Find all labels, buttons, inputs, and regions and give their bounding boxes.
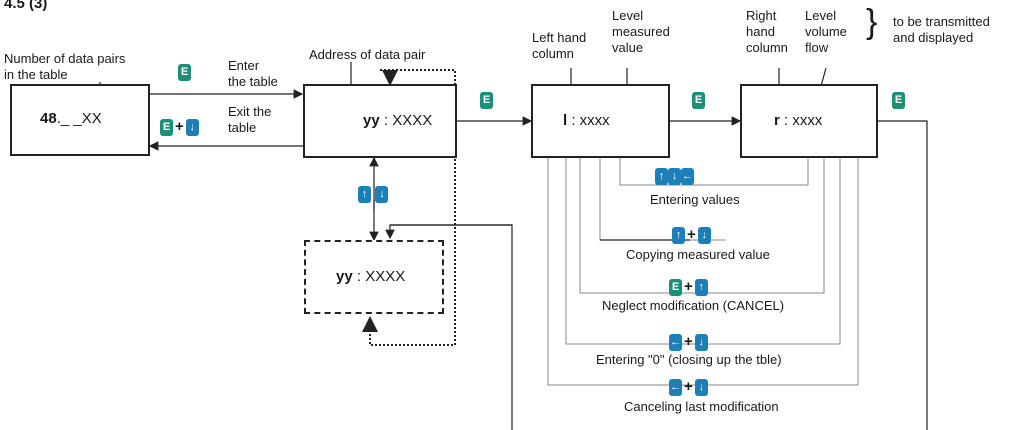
- label-enter-table: Enter the table: [228, 58, 278, 89]
- label-number-of-pairs: Number of data pairs in the table: [4, 51, 126, 82]
- label-canceling: Canceling last modification: [624, 399, 779, 414]
- loop-entering-values: [619, 157, 809, 186]
- display-box-left-column: l : xxxx: [531, 84, 670, 158]
- display-box-right-column: r : xxxx: [740, 84, 878, 158]
- enter-key-icon: E: [178, 64, 191, 82]
- label-left-column: Left hand column: [532, 30, 587, 61]
- label-level-measured: Level measured value: [612, 8, 670, 55]
- label-transmitted: to be transmitted and displayed: [893, 14, 990, 45]
- label-right-column: Right hand column: [746, 8, 788, 55]
- left-plus-down-keys-2: ←+↓: [669, 378, 708, 396]
- enter-key-icon-2: E: [480, 92, 493, 110]
- enter-down-combo: E+↓: [160, 118, 199, 136]
- label-exit-table: Exit the table: [228, 104, 272, 135]
- up-down-keys: ↑ ↓: [358, 186, 389, 204]
- label-entering-values: Entering values: [650, 192, 740, 207]
- label-neglect: Neglect modification (CANCEL): [602, 298, 785, 313]
- label-level-volume: Level volume flow: [805, 8, 847, 55]
- label-entering-zero: Entering "0" (closing up the tble): [596, 352, 782, 367]
- enter-plus-up-keys: E+↑: [669, 278, 708, 296]
- up-plus-down-keys: ↑+↓: [672, 226, 711, 244]
- line-out-right: [876, 120, 928, 430]
- display-box-address: yy : XXXX: [303, 84, 457, 158]
- display-box-address-next: yy : XXXX: [304, 240, 444, 314]
- brace-icon: }: [866, 3, 878, 41]
- display-box-table-count: 48._ _XX: [10, 84, 150, 156]
- enter-key-icon-3: E: [692, 92, 705, 110]
- left-plus-down-keys: ←+↓: [669, 333, 708, 351]
- label-copying: Copying measured value: [626, 247, 770, 262]
- up-down-left-keys: ↑↓←: [655, 168, 694, 186]
- enter-key-icon-4: E: [892, 92, 905, 110]
- label-address: Address of data pair: [309, 47, 426, 62]
- loop-neglect: [579, 157, 825, 294]
- figure-title: 4.5 (3): [4, 0, 48, 12]
